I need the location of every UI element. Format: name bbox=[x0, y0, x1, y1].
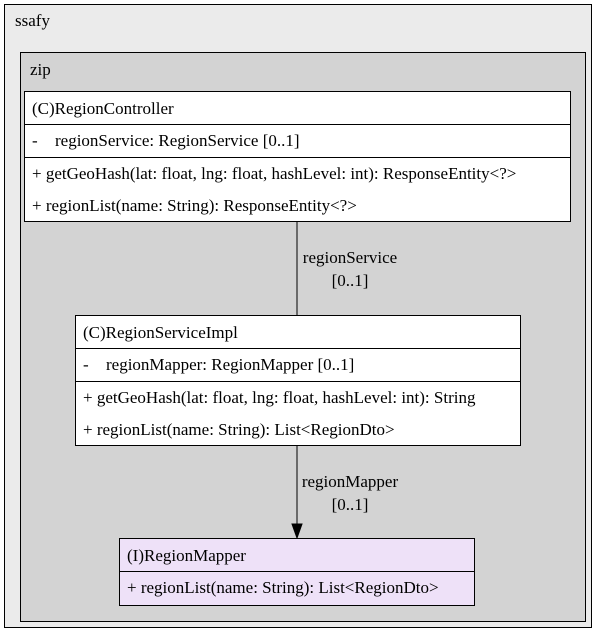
edge-label-regionmapper: regionMapper [0..1] bbox=[290, 470, 410, 516]
operation: + regionList(name: String): ResponseEnti… bbox=[32, 196, 357, 215]
interface-region-mapper[interactable]: (I)RegionMapper + regionList(name: Strin… bbox=[119, 538, 475, 606]
attribute-text: regionService: RegionService [0..1] bbox=[55, 131, 300, 150]
attribute-text: regionMapper: RegionMapper [0..1] bbox=[106, 355, 355, 374]
operation: + getGeoHash(lat: float, lng: float, has… bbox=[32, 164, 517, 183]
edge-multiplicity: [0..1] bbox=[331, 271, 369, 290]
edge-label-regionservice: regionService [0..1] bbox=[290, 246, 410, 292]
package-label-zip: zip bbox=[30, 60, 51, 79]
operation: + getGeoHash(lat: float, lng: float, has… bbox=[83, 388, 476, 407]
class-operations: + getGeoHash(lat: float, lng: float, has… bbox=[25, 158, 570, 225]
class-title: (C)RegionServiceImpl bbox=[76, 316, 520, 349]
edge-name: regionMapper bbox=[301, 472, 399, 491]
edge-multiplicity: [0..1] bbox=[331, 495, 369, 514]
class-operations: + regionList(name: String): List<RegionD… bbox=[120, 572, 474, 603]
package-label-ssafy: ssafy bbox=[15, 11, 50, 30]
class-attributes: -regionService: RegionService [0..1] bbox=[25, 125, 570, 158]
class-operations: + getGeoHash(lat: float, lng: float, has… bbox=[76, 382, 520, 449]
visibility-marker: - bbox=[32, 131, 38, 150]
operation: + regionList(name: String): List<RegionD… bbox=[83, 420, 395, 439]
class-region-controller[interactable]: (C)RegionController -regionService: Regi… bbox=[24, 91, 571, 222]
operation: + regionList(name: String): List<RegionD… bbox=[127, 578, 439, 597]
class-title: (C)RegionController bbox=[25, 92, 570, 125]
class-title: (I)RegionMapper bbox=[120, 539, 474, 572]
edge-name: regionService bbox=[302, 248, 398, 267]
arrowhead-icon bbox=[291, 523, 303, 540]
class-region-service-impl[interactable]: (C)RegionServiceImpl -regionMapper: Regi… bbox=[75, 315, 521, 446]
class-attributes: -regionMapper: RegionMapper [0..1] bbox=[76, 349, 520, 382]
visibility-marker: - bbox=[83, 355, 89, 374]
